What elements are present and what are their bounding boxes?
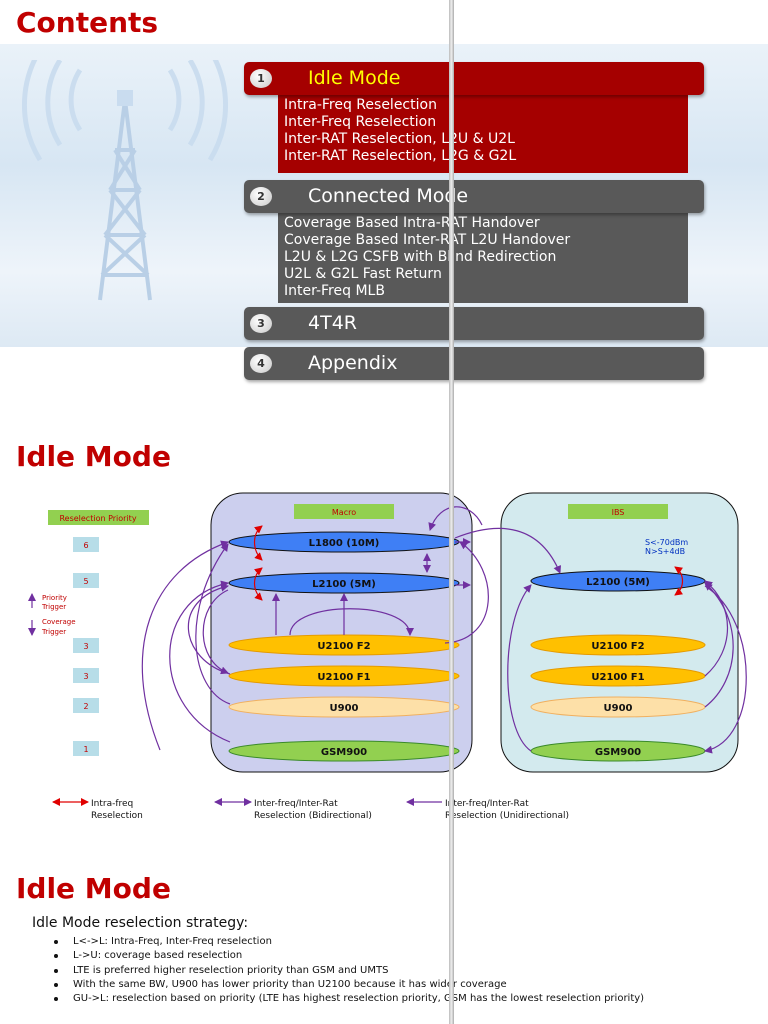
idle-mode-subitems: Intra-Freq Reselection Inter-Freq Resele…: [278, 95, 688, 173]
legend-label: Reselection (Unidirectional): [445, 811, 569, 821]
ibs-box: [500, 492, 739, 773]
subitem[interactable]: Intra-Freq Reselection: [284, 97, 437, 113]
layer-label: U2100 F2: [317, 641, 370, 652]
contents-slide: Contents Intra-Freq Reselection Inter-Fr…: [0, 0, 768, 430]
priority-header-box: [48, 510, 149, 525]
ibs-condition: N>S+4dB: [645, 547, 685, 556]
intra-freq-loop-icon: [253, 567, 263, 601]
priority-value: 5: [83, 577, 88, 586]
layer-label: U900: [604, 703, 633, 714]
bullet-item: GU->L: reselection based on priority (LT…: [54, 992, 644, 1006]
contents-title: Contents: [16, 6, 159, 39]
ibs-layer-u2100-f2[interactable]: [530, 634, 706, 656]
layer-label: U2100 F1: [591, 672, 644, 683]
menu-item-connected-mode[interactable]: 2 Connected Mode: [244, 180, 704, 213]
ibs-label: IBS: [612, 508, 625, 517]
legend-label: Inter-freq/Inter-Rat: [445, 799, 529, 809]
priority-value: 3: [83, 672, 88, 681]
layer-label: U2100 F2: [591, 641, 644, 652]
layer-label: GSM900: [595, 747, 641, 758]
macro-label-box: [294, 504, 394, 519]
subitem[interactable]: Coverage Based Inter-RAT L2U Handover: [284, 232, 571, 248]
subitem[interactable]: Inter-RAT Reselection, L2G & G2L: [284, 148, 517, 164]
subitem[interactable]: Inter-RAT Reselection, L2U & U2L: [284, 131, 515, 147]
menu-item-appendix[interactable]: 4 Appendix: [244, 347, 704, 380]
layer-label: L2100 (5M): [586, 577, 650, 588]
menu-item-idle-mode[interactable]: 1 Idle Mode: [244, 62, 704, 95]
menu-number-badge: 4: [250, 354, 272, 373]
priority-value: 6: [83, 541, 88, 550]
menu-item-label: 4T4R: [308, 312, 357, 334]
bullet-item: L->U: coverage based reselection: [54, 949, 644, 963]
menu-item-label: Idle Mode: [308, 67, 401, 89]
strategy-bullets: L<->L: Intra-Freq, Inter-Freq reselectio…: [54, 935, 644, 1006]
layer-label: GSM900: [321, 747, 367, 758]
ibs-condition: S<-70dBm: [645, 538, 688, 547]
priority-trigger-label: Trigger: [41, 603, 66, 611]
subitem[interactable]: Coverage Based Intra-RAT Handover: [284, 215, 540, 231]
menu-item-label: Connected Mode: [308, 185, 469, 207]
bullet-item: With the same BW, U900 has lower priorit…: [54, 978, 644, 992]
ibs-label-box: [568, 504, 668, 519]
priority-value: 1: [83, 745, 88, 754]
layer-label: L1800 (10M): [309, 538, 380, 549]
layer-label: U900: [330, 703, 359, 714]
reselection-diagram: Macro IBS Reselection Priority 6 5 3 3 2…: [28, 492, 747, 821]
diagram-slide-title: Idle Mode: [16, 440, 171, 473]
menu-number-badge: 3: [250, 314, 272, 333]
menu-number-badge: 1: [250, 69, 272, 88]
priority-trigger-label: Priority: [42, 594, 67, 602]
coverage-trigger-label: Trigger: [41, 628, 66, 636]
bullet-item: LTE is preferred higher reselection prio…: [54, 964, 644, 978]
subitem[interactable]: Inter-Freq Reselection: [284, 114, 437, 130]
priority-value: 3: [83, 642, 88, 651]
strategy-slide-title: Idle Mode: [16, 872, 171, 905]
layer-gsm900[interactable]: [228, 740, 460, 762]
intra-freq-loop-icon: [253, 525, 263, 561]
legend-label: Reselection: [91, 811, 143, 821]
menu-item-4t4r[interactable]: 3 4T4R: [244, 307, 704, 340]
antenna-tower-icon: [21, 60, 229, 301]
page-divider: [449, 0, 454, 1024]
subitem[interactable]: Inter-Freq MLB: [284, 283, 385, 299]
connected-mode-subitems: Coverage Based Intra-RAT Handover Covera…: [278, 213, 688, 303]
idle-mode-diagram-slide: Idle Mode Macro IBS Reselection Priority: [0, 430, 768, 855]
layer-u2100-f1[interactable]: [228, 665, 460, 687]
priority-value: 2: [83, 702, 88, 711]
subitem[interactable]: U2L & G2L Fast Return: [284, 266, 442, 282]
layer-u900[interactable]: [228, 696, 460, 718]
menu-number-badge: 2: [250, 187, 272, 206]
idle-mode-strategy-slide: Idle Mode Idle Mode reselection strategy…: [0, 855, 768, 1024]
legend-label: Intra-freq: [91, 799, 133, 809]
strategy-heading: Idle Mode reselection strategy:: [32, 915, 249, 931]
legend-label: Inter-freq/Inter-Rat: [254, 799, 338, 809]
macro-label: Macro: [332, 508, 356, 517]
priority-header: Reselection Priority: [59, 514, 136, 523]
bullet-item: L<->L: Intra-Freq, Inter-Freq reselectio…: [54, 935, 644, 949]
layer-label: U2100 F1: [317, 672, 370, 683]
intra-freq-loop-icon: [674, 566, 684, 596]
subitem[interactable]: L2U & L2G CSFB with Blind Redirection: [284, 249, 557, 265]
layer-label: L2100 (5M): [312, 579, 376, 590]
menu-item-label: Appendix: [308, 352, 398, 374]
legend-label: Reselection (Bidirectional): [254, 811, 372, 821]
coverage-trigger-label: Coverage: [42, 618, 76, 626]
